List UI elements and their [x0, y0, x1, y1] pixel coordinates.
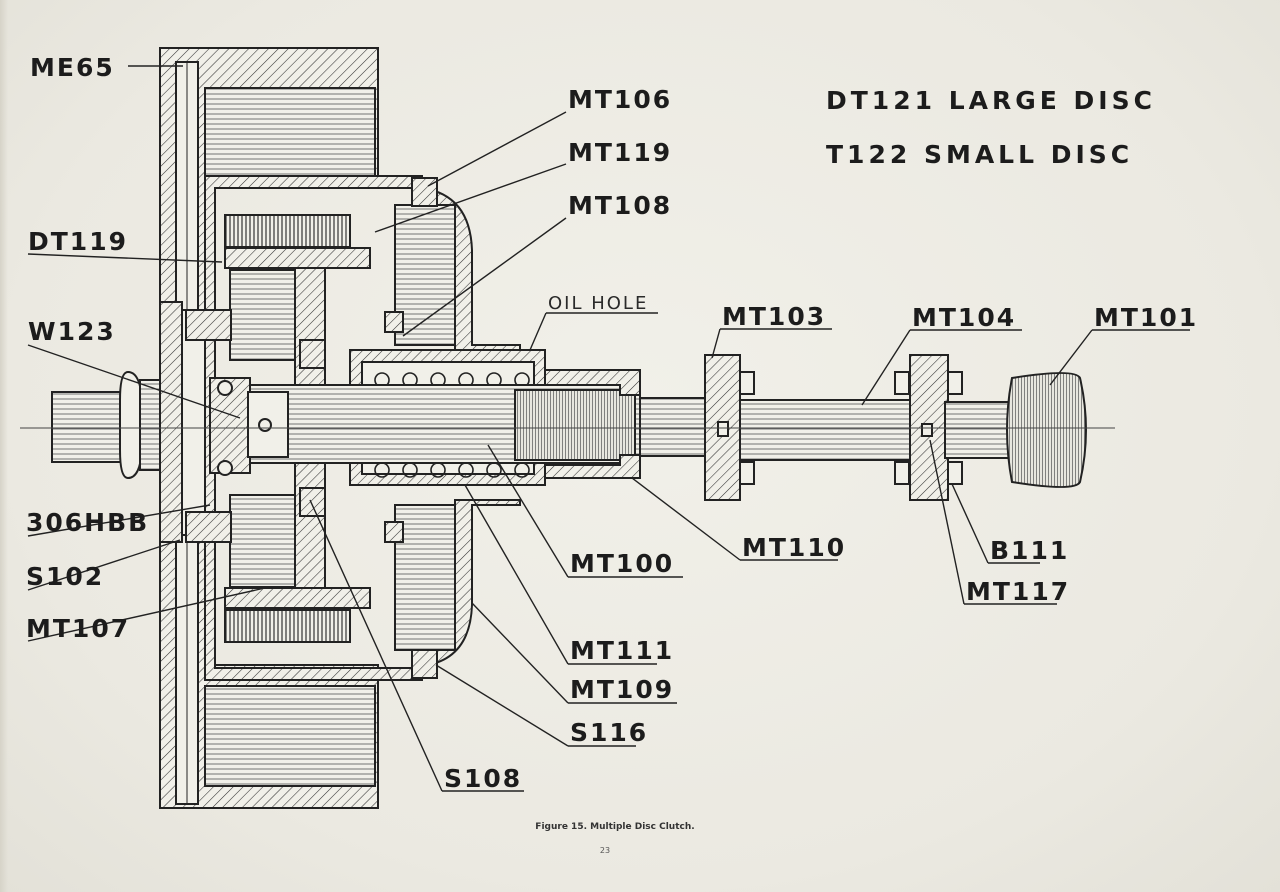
label-mt119: MT119 — [568, 138, 673, 167]
label-me65: ME65 — [30, 53, 115, 82]
disc-pack-bottom — [224, 587, 371, 643]
label-dt119: DT119 — [28, 227, 128, 256]
title-large-disc: DT121 LARGE DISC — [826, 86, 1156, 115]
disc-pack-top — [224, 214, 371, 269]
label-mt106: MT106 — [568, 85, 673, 114]
label-w123: W123 — [28, 317, 116, 346]
label-mt101: MT101 — [1094, 303, 1199, 332]
label-mt108: MT108 — [568, 191, 673, 220]
bolts — [185, 177, 438, 679]
label-mt100: MT100 — [570, 549, 675, 578]
page-number: 23 — [599, 846, 611, 855]
label-mt117: MT117 — [966, 577, 1071, 606]
label-mt104: MT104 — [912, 303, 1017, 332]
label-mt109: MT109 — [570, 675, 675, 704]
bearing-sleeve — [544, 369, 641, 479]
oil-hole-annotation: OIL HOLE — [548, 293, 649, 314]
leader-lines — [27, 65, 1190, 792]
label-s102: S102 — [26, 562, 105, 591]
main-shaft — [51, 384, 641, 464]
intermediate-shaft — [739, 399, 913, 461]
title-small-disc: T122 SMALL DISC — [826, 140, 1134, 169]
label-mt107: MT107 — [26, 614, 131, 643]
label-s116: S116 — [570, 718, 649, 747]
pulley-flange — [119, 370, 161, 480]
label-mt111: MT111 — [570, 636, 675, 665]
figure-caption: Figure 15. Multiple Disc Clutch. — [535, 822, 695, 832]
end-pulley — [1006, 372, 1087, 488]
label-mt103: MT103 — [722, 302, 827, 331]
flywheel-rim — [159, 47, 379, 809]
label-306hbb: 306HBB — [26, 508, 150, 537]
label-s108: S108 — [444, 764, 523, 793]
hub-nut — [209, 377, 289, 476]
label-b111: B111 — [990, 536, 1070, 565]
label-mt110: MT110 — [742, 533, 847, 562]
